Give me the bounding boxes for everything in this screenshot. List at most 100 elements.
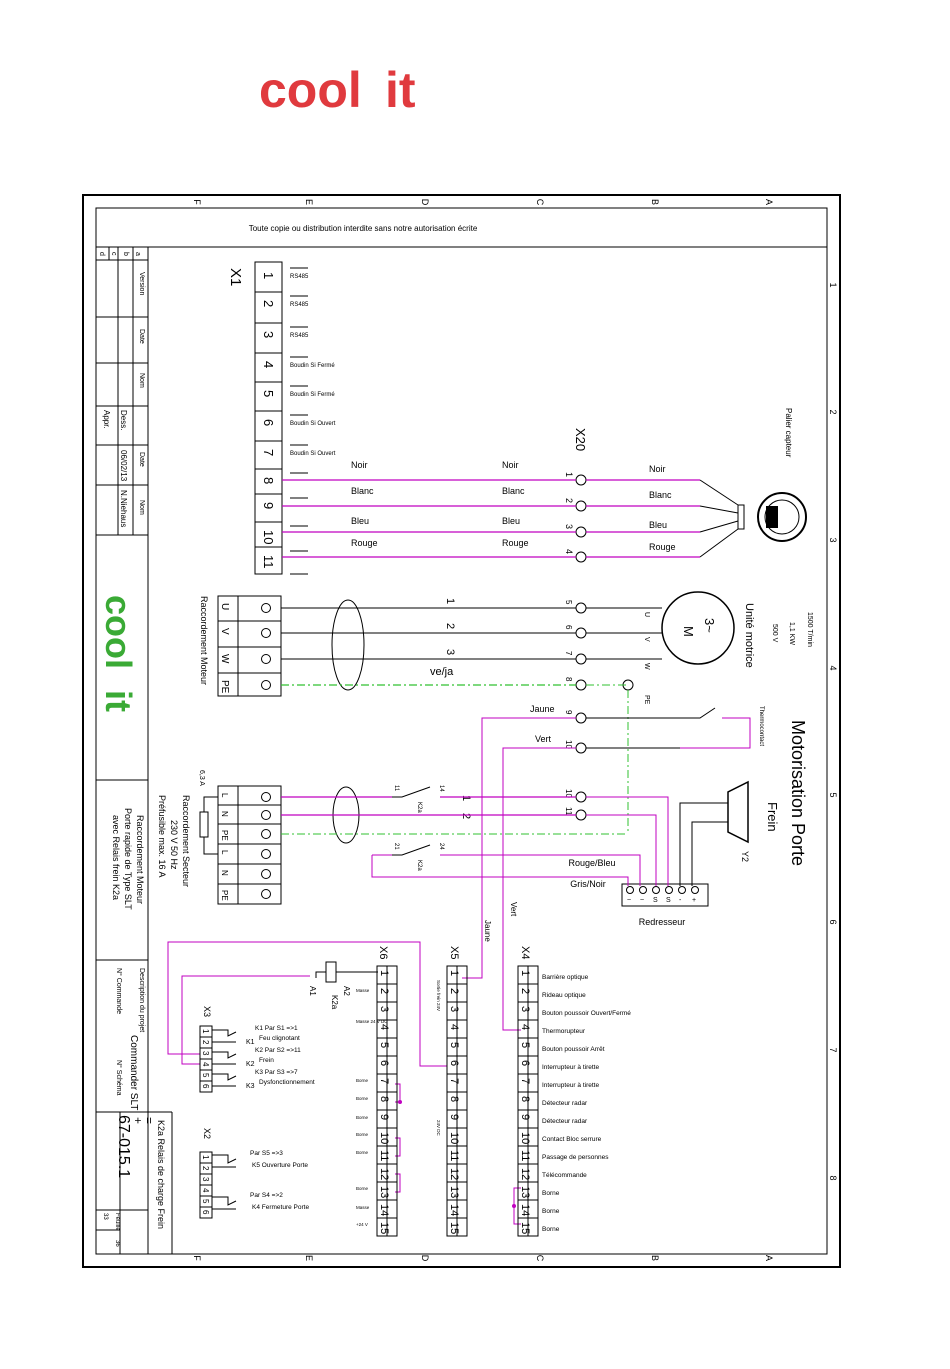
- mains-terminal-label: L: [220, 850, 229, 855]
- motor-phase-label: U: [219, 603, 230, 610]
- column-letter-bottom: D: [420, 1255, 430, 1262]
- x2-relay-desc: K5 Ouverture Porte: [252, 1162, 308, 1169]
- x1-terminal-number: 5: [261, 390, 276, 397]
- x6-terminal-number: 14: [378, 1204, 390, 1216]
- thermo-terminal-number: 10: [564, 740, 573, 749]
- x6-side-label: +24 V: [356, 1222, 368, 1227]
- x5-terminal-number: 5: [448, 1042, 460, 1048]
- x3-terminal-number: 1: [201, 1029, 210, 1034]
- x2-terminal-number: 2: [201, 1166, 210, 1171]
- motor-terminal-pin: [575, 602, 587, 614]
- x5-terminal-number: 7: [448, 1078, 460, 1084]
- motor-symbol: 3~: [702, 618, 717, 633]
- x3-relay-desc: Dysfonctionnement: [259, 1079, 315, 1086]
- x5-terminal-number: 12: [448, 1168, 460, 1180]
- motor-cable-number: 3: [444, 649, 456, 655]
- motor-cable-sheath: [331, 599, 365, 691]
- x4-terminal-desc: Rideau optique: [542, 992, 586, 999]
- jaune-to-x5: [462, 717, 576, 979]
- x3-terminal-number: 5: [201, 1073, 210, 1078]
- sheet-description: Raccordement Moteur Porte rapide de Type…: [111, 808, 145, 910]
- x6-side-label: Borne: [356, 1115, 369, 1120]
- k2a-top-label: K2a: [416, 802, 422, 813]
- wire-label-left: Noir: [351, 460, 368, 470]
- x6-terminal-number: 8: [378, 1096, 390, 1102]
- x6-side-label: Borne: [356, 1096, 369, 1101]
- column-letter-bottom: E: [304, 1255, 314, 1261]
- x5-terminal-number: 14: [448, 1204, 460, 1216]
- revision-letter: c: [110, 252, 117, 256]
- rectifier-pin-label: S: [653, 897, 658, 904]
- x6-terminal-number: 4: [378, 1024, 390, 1030]
- x1-terminal-number: 6: [261, 419, 276, 426]
- k2a-contact-11: 11: [393, 785, 399, 792]
- rectifier-pin-label: S: [666, 897, 671, 904]
- row-number-right: 5: [828, 792, 838, 797]
- strip-logo-cool: cool: [98, 595, 139, 669]
- column-letter-bottom: F: [192, 1255, 202, 1261]
- x3-to-x5: [167, 941, 447, 1067]
- fuse-lead: [203, 796, 218, 812]
- motor-cable-number: ve/ja: [430, 666, 454, 678]
- brake-l-to-rect: [586, 796, 669, 886]
- x6-label: X6: [377, 946, 389, 959]
- coolit-logo: cool it: [255, 55, 455, 125]
- sensor: Palier capteur: [737, 408, 807, 542]
- rectifier-pin: [678, 886, 686, 894]
- x5-terminal-number: 10: [448, 1132, 460, 1144]
- motor-terminal-screw: [261, 654, 271, 664]
- wire-label-mid: Noir: [502, 460, 519, 470]
- strip-logo-it: it: [98, 690, 139, 712]
- mains-terminal-screw: [261, 869, 271, 879]
- motor: 3~ M Unité motrice 1500 T/min 1,1 KW 500…: [643, 591, 813, 746]
- x2-contact: [212, 1196, 237, 1206]
- motor-symbol-m: M: [681, 626, 696, 637]
- rev-header-nom: Nom: [138, 373, 145, 388]
- diagram-subtitle: Frein: [765, 802, 780, 832]
- x6-terminal-number: 5: [378, 1042, 390, 1048]
- thermo-terminal-pin: [575, 742, 587, 754]
- wire-label-right: Blanc: [649, 490, 672, 500]
- x1-terminal-number: 3: [261, 331, 276, 338]
- x2-label: X2: [202, 1128, 212, 1139]
- y2-label: Y2: [740, 851, 750, 862]
- vert-wire-label: Vert: [509, 902, 518, 917]
- x6-terminal-number: 15: [378, 1222, 390, 1234]
- x2-terminal-number: 4: [201, 1188, 210, 1193]
- k2a-relay-coil: [325, 961, 337, 983]
- x20-pin: [575, 526, 587, 538]
- wire-label-right: Bleu: [649, 520, 667, 530]
- x2-contact: [212, 1154, 237, 1164]
- x6-terminal-number: 9: [378, 1114, 390, 1120]
- rev-header-version: Version: [138, 272, 145, 295]
- revision-letter: b: [122, 252, 129, 256]
- x2-relay-par: Par S5 =>3: [250, 1150, 283, 1157]
- x20-pin-number: 1: [564, 472, 574, 477]
- rectifier-pin: [652, 886, 660, 894]
- x1-terminal-desc: RS485: [290, 274, 309, 280]
- motor-connection-label: Raccordement Moteur: [199, 596, 209, 685]
- x4-terminal-desc: Borne: [542, 1190, 560, 1197]
- rectifier-pin-label: ~: [640, 897, 644, 904]
- x4-terminal-number: 3: [519, 1006, 531, 1012]
- column-letter-bottom: A: [764, 1255, 774, 1261]
- sheet-border: [82, 194, 841, 1268]
- k2a-bottom-label: K2a: [416, 860, 422, 871]
- motor-voltage: 500 V: [771, 624, 778, 643]
- rectifier-pin: [626, 886, 634, 894]
- x2-terminal-number: 6: [201, 1210, 210, 1215]
- project-block: Description du projet N° Commande Comman…: [102, 968, 166, 1247]
- row-number-right: 4: [828, 665, 838, 670]
- wire-label-mid: Rouge: [502, 538, 529, 548]
- x2-terminal-number: 3: [201, 1177, 210, 1182]
- x3-contact: [212, 1051, 237, 1059]
- k2a-coil-a2: A2: [342, 986, 351, 996]
- x4-terminal-number: 6: [519, 1060, 531, 1066]
- x4-terminal-desc: Barrière optique: [542, 974, 589, 981]
- sheet-desc-3: avec Relais frein K2a: [111, 815, 121, 900]
- x3-terminal-number: 3: [201, 1051, 210, 1056]
- header-notice: Toute copie ou distribution interdite sa…: [249, 224, 478, 233]
- motor-rpm: 1500 T/min: [806, 612, 813, 647]
- rectifier-pin-label: ~: [627, 897, 631, 904]
